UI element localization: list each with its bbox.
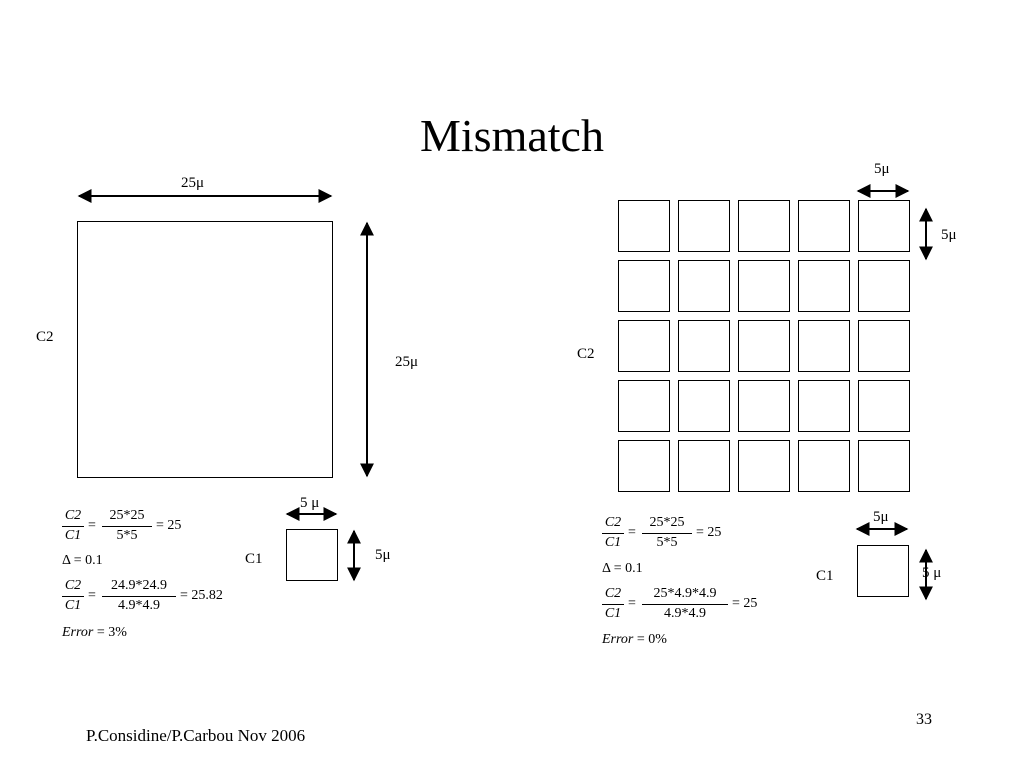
left-big-width-label: 25μ (181, 175, 205, 191)
right-eq2-rhs-num: 25*4.9*4.9 (653, 586, 717, 601)
right-eq1-lhs-num: C2 (604, 515, 622, 530)
right-eq1-rhs-num: 25*25 (649, 515, 685, 530)
left-eq1-result: = 25 (156, 518, 182, 533)
right-capacitor-array (618, 200, 910, 492)
unit-capacitor-cell (618, 380, 670, 432)
right-equation-matched: C2 C1 = 25*4.9*4.9 4.9*4.9 = 25 (600, 586, 820, 630)
page-number: 33 (916, 711, 932, 728)
right-small-width-label: 5μ (873, 509, 889, 525)
unit-capacitor-cell (678, 380, 730, 432)
unit-capacitor-cell (738, 260, 790, 312)
left-eq2-lhs-num: C2 (64, 578, 82, 593)
right-small-height-label: 5 μ (922, 565, 942, 581)
unit-capacitor-cell (798, 200, 850, 252)
unit-capacitor-cell (738, 200, 790, 252)
right-error-word: Error (602, 632, 634, 647)
unit-capacitor-cell (618, 200, 670, 252)
unit-capacitor-cell (858, 200, 910, 252)
unit-capacitor-cell (858, 260, 910, 312)
unit-capacitor-cell (798, 320, 850, 372)
left-small-width-label: 5 μ (300, 495, 320, 511)
right-small-cap-label: C1 (816, 568, 834, 584)
left-error: Error = 3% (62, 625, 127, 641)
left-equation-ratio: C2 C1 = 25*25 5*5 = 25 (60, 508, 260, 552)
unit-capacitor-cell (798, 440, 850, 492)
left-eq1-lhs-den: C1 (64, 528, 82, 543)
left-eq1-rhs-num: 25*25 (109, 508, 145, 523)
right-grid-width-label: 5μ (874, 161, 890, 177)
left-big-height-label: 25μ (395, 354, 419, 370)
left-eq2-result: = 25.82 (180, 588, 223, 603)
right-eq1-lhs-den: C1 (604, 535, 622, 550)
left-eq1-rhs-den: 5*5 (116, 528, 138, 543)
unit-capacitor-cell (738, 380, 790, 432)
left-eq2-rhs-num: 24.9*24.9 (111, 578, 167, 593)
left-error-word: Error (62, 625, 94, 640)
right-small-capacitor (857, 545, 909, 597)
left-small-cap-label: C1 (245, 551, 263, 567)
right-error: Error = 0% (602, 632, 667, 648)
right-eq1-rhs-den: 5*5 (656, 535, 678, 550)
slide-footer: P.Considine/P.Carbou Nov 2006 (86, 726, 306, 745)
unit-capacitor-cell (858, 320, 910, 372)
right-grid-cap-label: C2 (577, 346, 595, 362)
unit-capacitor-cell (618, 440, 670, 492)
unit-capacitor-cell (678, 440, 730, 492)
right-grid-height-label: 5μ (941, 227, 957, 243)
left-equation-mismatch: C2 C1 = 24.9*24.9 4.9*4.9 = 25.82 (60, 578, 260, 622)
left-small-capacitor (286, 529, 338, 581)
left-delta: Δ = 0.1 (62, 553, 103, 568)
unit-capacitor-cell (618, 320, 670, 372)
right-equation-ratio: C2 C1 = 25*25 5*5 = 25 (600, 515, 800, 559)
unit-capacitor-cell (798, 380, 850, 432)
right-delta: Δ = 0.1 (602, 561, 643, 576)
unit-capacitor-cell (858, 440, 910, 492)
right-error-value: = 0% (636, 632, 667, 647)
right-eq2-lhs-num: C2 (604, 586, 622, 601)
left-big-capacitor (77, 221, 333, 478)
left-eq2-lhs-den: C1 (64, 598, 82, 613)
unit-capacitor-cell (678, 200, 730, 252)
unit-capacitor-cell (678, 260, 730, 312)
unit-capacitor-cell (618, 260, 670, 312)
unit-capacitor-cell (858, 380, 910, 432)
right-eq1-result: = 25 (696, 525, 722, 540)
slide-title: Mismatch (420, 110, 604, 161)
right-eq2-lhs-den: C1 (604, 606, 622, 621)
left-error-value: = 3% (96, 625, 127, 640)
unit-capacitor-cell (678, 320, 730, 372)
left-eq2-rhs-den: 4.9*4.9 (118, 598, 160, 613)
right-eq2-rhs-den: 4.9*4.9 (664, 606, 706, 621)
unit-capacitor-cell (738, 440, 790, 492)
unit-capacitor-cell (738, 320, 790, 372)
left-small-height-label: 5μ (375, 547, 391, 563)
left-eq1-lhs-num: C2 (64, 508, 82, 523)
right-eq2-result: = 25 (732, 596, 758, 611)
unit-capacitor-cell (798, 260, 850, 312)
left-big-cap-label: C2 (36, 329, 54, 345)
